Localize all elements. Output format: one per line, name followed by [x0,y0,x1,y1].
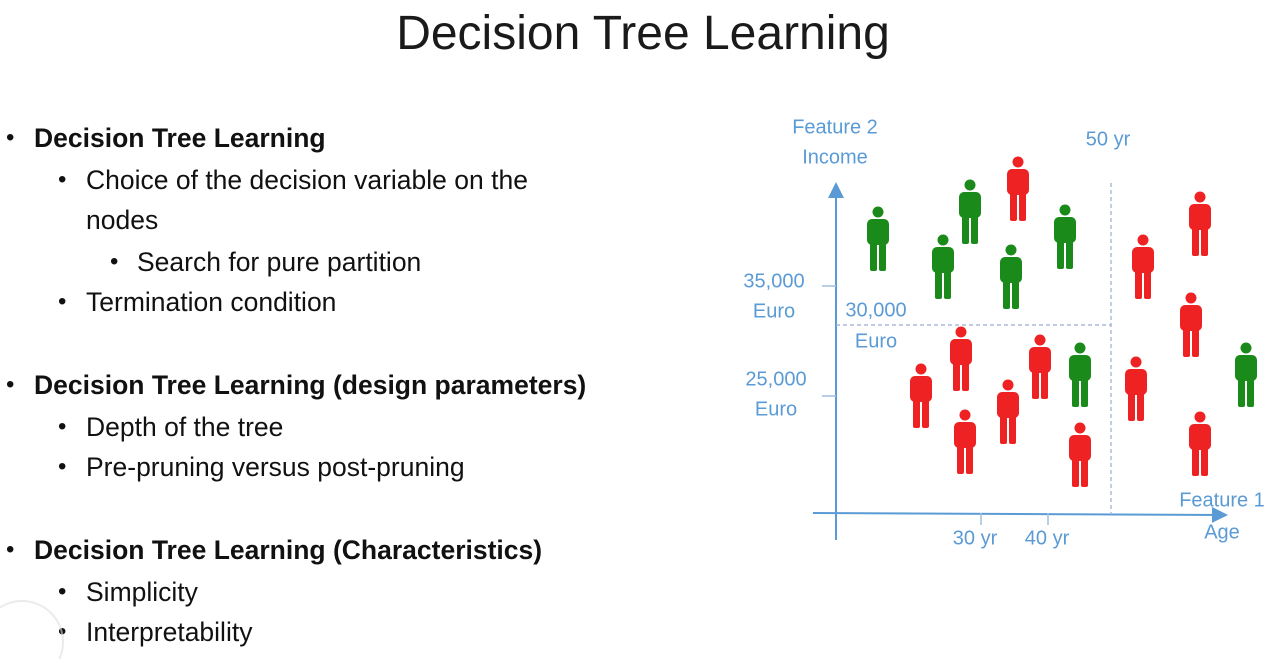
person-icon-red [1189,191,1211,256]
y-tick-label: 25,000 [745,368,807,391]
person-icon-green [1235,342,1257,407]
bullet-text: Search for pure partition [137,247,422,277]
person-icon-green [959,179,981,244]
bullet-text: Depth of the tree [86,412,284,442]
x-axis [812,506,1228,523]
bullet-marker: • [6,124,15,151]
bullet-marker: • [58,578,67,605]
age-split-label: 50 yr [1085,128,1131,151]
person-icon-red [997,379,1019,444]
bullet-marker: • [6,536,15,563]
person-icon-green [867,206,889,271]
bullet-text: Choice of the decision variable on the [86,165,528,195]
bullet-marker: • [6,371,15,398]
y-axis-title: Feature 2 [792,116,878,139]
bullet-text: nodes [86,205,159,235]
person-icon-red [1125,356,1147,421]
x-axis-subtitle: Age [1204,521,1240,544]
bullet-text: Decision Tree Learning (Characteristics) [34,535,543,565]
person-icon-red [1189,411,1211,476]
person-icon-green [1000,244,1022,309]
person-icon-red [1029,334,1051,399]
bullet-text: Simplicity [86,577,198,607]
bullet-text: Termination condition [86,287,337,317]
person-icon-red [1069,422,1091,487]
y-tick-unit: Euro [754,398,798,421]
y-tick-unit: Euro [752,300,796,323]
x-tick-label: 30 yr [952,527,998,550]
person-icon-green [932,234,954,299]
income-split-unit: Euro [854,330,898,353]
person-icon-red [954,409,976,474]
bullet-marker: • [110,248,119,275]
person-icon-red [1132,234,1154,299]
x-tick-label: 40 yr [1024,527,1070,550]
person-icon-red [950,326,972,391]
bullet-marker: • [58,453,67,480]
person-icon-green [1054,204,1076,269]
person-icon-red [1180,292,1202,357]
people-points [867,156,1257,487]
person-icon-red [1007,156,1029,221]
bullet-text: Decision Tree Learning [34,123,326,153]
x-axis-title: Feature 1 [1179,489,1265,512]
bullet-marker: • [58,413,67,440]
y-axis-subtitle: Income [802,146,868,169]
slide-title: Decision Tree Learning [396,7,890,60]
bullet-marker: • [58,288,67,315]
income-split-label: 30,000 [845,299,907,322]
bullet-marker: • [58,166,67,193]
bullet-text: Interpretability [86,617,253,647]
y-tick-label: 35,000 [743,270,805,293]
person-icon-red [910,363,932,428]
bullet-text: Pre-pruning versus post-pruning [86,452,465,482]
bullet-text: Decision Tree Learning (design parameter… [34,370,587,400]
person-icon-green [1069,342,1091,407]
